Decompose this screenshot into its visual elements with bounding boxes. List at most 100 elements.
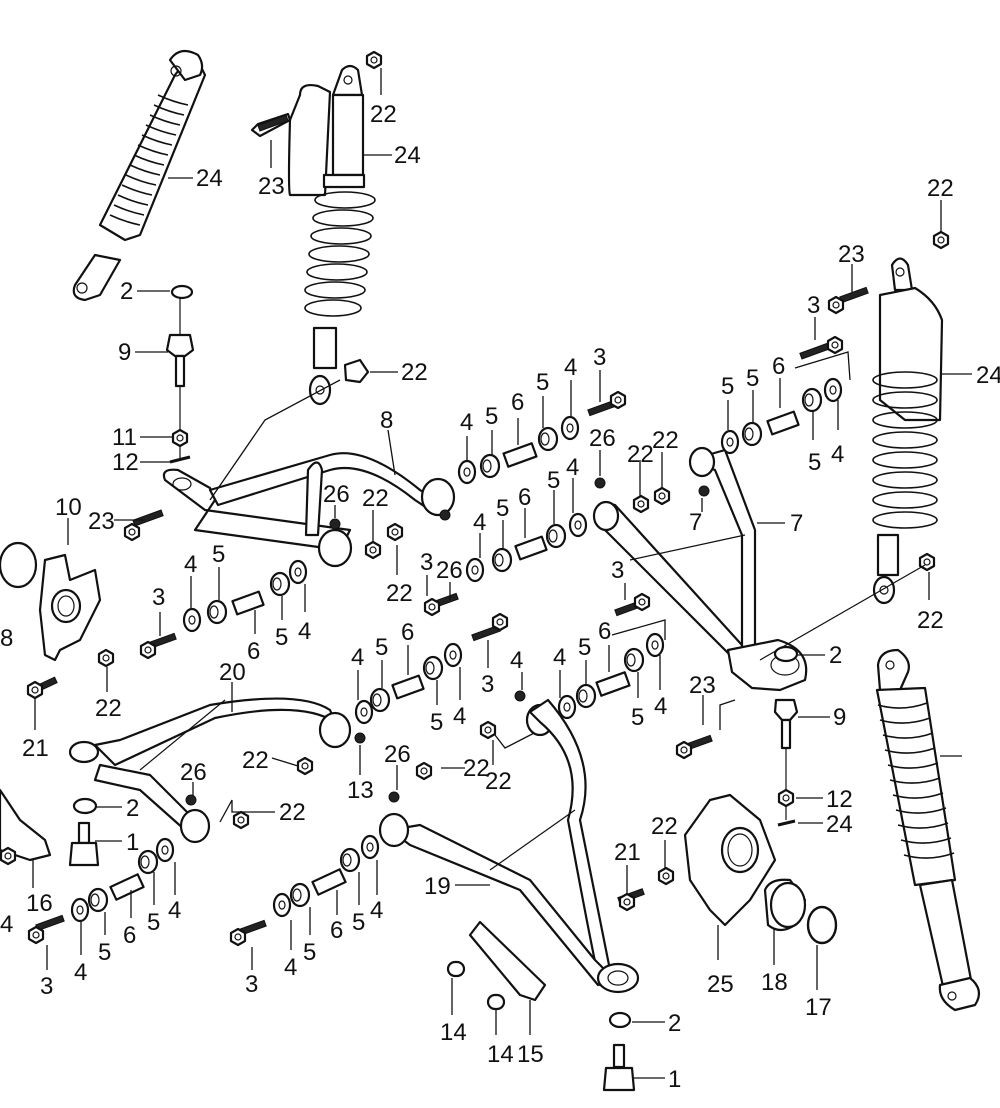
- callout-5: 5: [98, 939, 111, 966]
- callout-5: 5: [578, 634, 591, 661]
- upper-a-arm-8: [162, 452, 456, 568]
- lower-a-arm-19: [378, 698, 640, 994]
- callout-22: 22: [651, 813, 678, 840]
- upper-a-arm-7: [592, 446, 808, 692]
- callout-5: 5: [430, 709, 443, 736]
- callout-11: 12: [826, 786, 853, 813]
- callout-22: 22: [627, 441, 654, 468]
- callout-23: 23: [258, 173, 285, 200]
- callout-15: 15: [517, 1041, 544, 1068]
- callout-24: 24: [976, 362, 1000, 389]
- callout-22: 22: [927, 175, 954, 202]
- callout-5: 5: [536, 369, 549, 396]
- callout-1: 1: [126, 829, 139, 856]
- callout-26: 26: [384, 741, 411, 768]
- pivot-stack-arm7-front: [720, 230, 950, 455]
- ball-joint-left: [165, 284, 195, 464]
- steering-knuckle-25: [617, 793, 838, 945]
- callout-24: 24: [394, 142, 421, 169]
- callout-22: 22: [279, 799, 306, 826]
- callout-2: 2: [668, 1010, 681, 1037]
- callout-4: 4: [654, 693, 667, 720]
- callout-26: 7: [689, 509, 702, 536]
- callout-4: 4: [298, 618, 311, 645]
- callout-14: 14: [487, 1041, 514, 1068]
- callout-22: 22: [95, 695, 122, 722]
- callout-7: 7: [790, 510, 803, 537]
- callout-5: 5: [375, 634, 388, 661]
- callout-9: 9: [118, 339, 131, 366]
- callout-5: 5: [352, 909, 365, 936]
- shock-absorber-top-center: [250, 50, 383, 406]
- callout-6: 6: [511, 389, 524, 416]
- callout-18: 18: [761, 969, 788, 996]
- callout-26: 26: [323, 481, 350, 508]
- callout-5: 5: [496, 495, 509, 522]
- pivot-stack-arm19-front: [229, 834, 380, 947]
- lower-a-arm-20: [0, 697, 366, 867]
- callout-14: 14: [440, 1019, 467, 1046]
- callout-22: 22: [652, 427, 679, 454]
- callout-5: 5: [212, 541, 225, 568]
- callout-19: 19: [424, 873, 451, 900]
- callout-2: 2: [120, 278, 133, 305]
- callout-23: 23: [88, 508, 115, 535]
- pivot-stack-arm20-front: [27, 837, 175, 945]
- ball-joint-bottom: [602, 1011, 636, 1092]
- callout-11: 11: [112, 424, 137, 451]
- callout-6: 6: [518, 484, 531, 511]
- callout-3: 3: [611, 557, 624, 584]
- callout-6: 6: [772, 353, 785, 380]
- callout-5: 5: [808, 449, 821, 476]
- callout-4: 4: [168, 897, 181, 924]
- steering-knuckle-10: [0, 541, 115, 700]
- callout-3: 3: [40, 973, 53, 1000]
- callout-4: 4: [284, 954, 297, 981]
- callout-22: 22: [386, 580, 413, 607]
- callout-4: 4: [351, 644, 364, 671]
- shock-absorber-top-left: [72, 49, 207, 302]
- shock-absorber-right-upper: [759, 257, 944, 661]
- callout-12: 24: [826, 811, 853, 838]
- callout-5: 5: [303, 939, 316, 966]
- callout-22: 22: [485, 768, 512, 795]
- callout-3: 3: [807, 292, 820, 319]
- callout-3: 3: [152, 584, 165, 611]
- callout-4: 5: [721, 373, 734, 400]
- callout-6: 6: [598, 618, 611, 645]
- callout-13: 4: [510, 647, 523, 674]
- callout-4: 4: [453, 703, 466, 730]
- callout-3: 3: [245, 971, 258, 998]
- pivot-stack-arm20-rear: [354, 612, 509, 725]
- callout-26: 26: [436, 557, 463, 584]
- callout-4: 4: [831, 441, 844, 468]
- callout-21: 21: [22, 735, 49, 762]
- callout-22: 22: [917, 607, 944, 634]
- callout-2: 2: [829, 642, 842, 669]
- callout-5: 5: [275, 624, 288, 651]
- callout-24: 24: [196, 165, 223, 192]
- pivot-stack-arm7-rear: [423, 477, 710, 617]
- guard-15: [446, 920, 547, 1011]
- callout-23: 23: [838, 241, 865, 268]
- callout-6: 6: [330, 917, 343, 944]
- callout-26: 26: [180, 759, 207, 786]
- callout-22: 22: [401, 359, 428, 386]
- pivot-stack-arm19-rear: [479, 592, 666, 740]
- callout-20: 20: [219, 659, 246, 686]
- callout-3: 3: [481, 671, 494, 698]
- callout-25: 25: [707, 971, 734, 998]
- callout-6: 6: [123, 922, 136, 949]
- callout-23: 23: [689, 672, 716, 699]
- callout-22: 22: [463, 755, 490, 782]
- callout-4: 4: [566, 454, 579, 481]
- callout-4: 4: [184, 551, 197, 578]
- pivot-stack-arm8-rear: [329, 390, 627, 560]
- callout-12: 12: [112, 449, 139, 476]
- callout-9: 9: [833, 704, 846, 731]
- callout-6: 6: [247, 638, 260, 665]
- callout-3: 3: [420, 549, 433, 576]
- callout-17: 17: [805, 994, 832, 1021]
- callout-10: 10: [55, 494, 82, 521]
- callout-22: 22: [242, 747, 269, 774]
